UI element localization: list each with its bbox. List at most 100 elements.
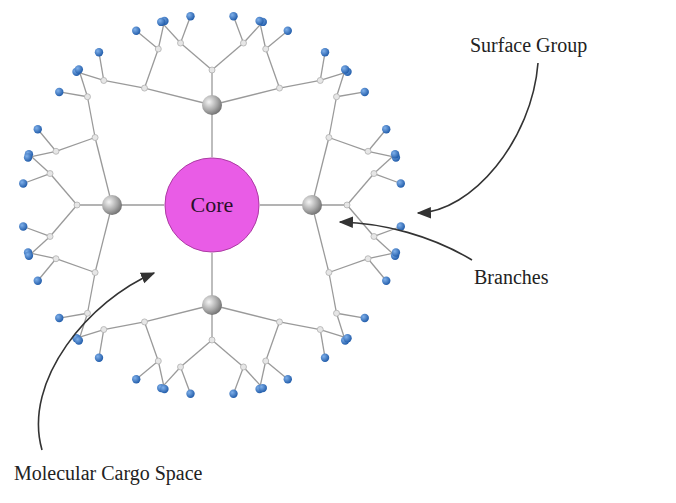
leader-line [418,63,538,213]
branch-sphere [302,195,322,215]
branch-line [212,88,280,105]
branch-joint [178,364,184,370]
branch-line [347,174,374,205]
surface-group-dot [259,384,267,392]
surface-group-dot [284,375,292,383]
branch-line [266,361,288,379]
branch-line [329,273,337,314]
surface-group-dot [341,65,349,73]
surface-group-dot [397,179,405,187]
branch-line [212,43,243,70]
surface-group-dot [34,125,42,133]
branch-joint [371,233,377,239]
branch-joint [240,364,246,370]
surface-group-dot [186,390,194,398]
branch-line [99,330,104,358]
branch-joint [53,148,59,154]
core-shape [165,158,259,252]
branch-line [99,52,104,80]
branch-tree [19,12,405,398]
branch-joint [317,327,323,333]
branch-sphere [202,295,222,315]
branch-line [329,138,368,152]
branch-joint [178,40,184,46]
branch-joint [371,171,377,177]
branch-line [50,205,77,236]
branch-line [368,259,386,281]
surface-group-dot [382,125,390,133]
surface-group-dot [157,18,165,26]
branch-joint [101,327,107,333]
branch-joint [326,135,332,141]
core-label-box: Core [164,157,260,253]
branch-line [374,174,401,184]
branch-joint [317,77,323,83]
branch-joint [344,202,350,208]
branch-line [145,49,159,88]
branch-line [23,174,50,184]
branch-line [104,322,145,330]
surface-group-dot [321,48,329,56]
branch-joint [365,256,371,262]
surface-group-dot [55,88,63,96]
leader-line [38,273,154,450]
branch-line [87,97,95,138]
branch-joint [334,310,340,316]
branch-joint [365,148,371,154]
branch-joint [84,94,90,100]
callout-label: Molecular Cargo Space [14,462,202,485]
branch-line [266,31,288,49]
node-label: Core [191,192,234,218]
surface-group-dot [24,153,32,161]
surface-group-dot [382,277,390,285]
branch-line [59,313,87,318]
surface-group-dot [229,390,237,398]
branch-line [312,205,329,273]
branch-joint [155,46,161,52]
branch-joint [142,319,148,325]
surface-group-dot [95,354,103,362]
branch-joint [101,77,107,83]
surface-group-dot [255,17,263,25]
branch-line [337,313,365,318]
branch-line [234,367,244,394]
branch-line [59,92,87,97]
branch-line [95,205,112,273]
leader-line [340,222,472,260]
branch-joint [326,270,332,276]
branch-line [181,16,191,43]
branch-line [181,43,212,70]
surface-group-dot [392,248,400,256]
branch-joint [240,40,246,46]
branch-line [212,305,280,322]
surface-group-dot [75,336,83,344]
branch-joint [155,358,161,364]
branch-line [368,129,386,151]
branch-joint [263,46,269,52]
surface-group-dot [19,179,27,187]
branch-line [145,88,213,105]
branch-line [181,367,191,394]
branch-line [136,361,158,379]
branch-line [266,322,280,361]
branch-line [23,227,50,237]
branch-joint [53,256,59,262]
surface-group-dot [343,334,351,342]
branch-line [181,340,212,367]
surface-group-dot [132,375,140,383]
branch-line [329,97,337,138]
branch-joint [277,85,283,91]
surface-group-dot [160,385,168,393]
branch-line [104,80,145,88]
branch-line [38,129,56,151]
surface-group-dot [95,48,103,56]
branch-line [320,52,325,80]
surface-group-dot [75,65,83,73]
branch-line [87,273,95,314]
surface-group-dot [34,277,42,285]
surface-group-dot [284,27,292,35]
branch-line [234,16,244,43]
surface-group-dot [19,222,27,230]
